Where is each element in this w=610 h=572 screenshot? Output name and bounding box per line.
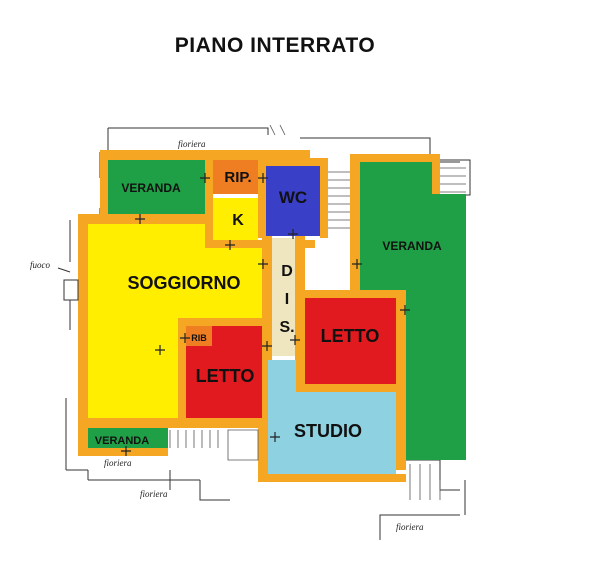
fireplace-icon <box>57 267 79 301</box>
room-labels: VERANDA RIP. WC K VERANDA SOGGIORNO D I … <box>95 169 442 447</box>
rooms <box>88 160 466 474</box>
walls <box>78 150 440 482</box>
note-fioriera-bottom-right: fioriera <box>396 522 424 532</box>
annotations: fioriera fuoco fioriera fioriera fiorier… <box>30 139 424 532</box>
label-soggiorno: SOGGIORNO <box>127 273 240 293</box>
label-letto-left: LETTO <box>196 366 255 386</box>
room-letto-left <box>186 326 262 418</box>
label-veranda-top: VERANDA <box>121 181 181 195</box>
label-rip: RIP. <box>224 169 251 186</box>
label-dis-d: D <box>281 263 293 280</box>
label-k: K <box>232 212 244 229</box>
note-fioriera-mid: fioriera <box>140 489 168 499</box>
label-veranda-bottom: VERANDA <box>95 435 149 447</box>
stairs <box>169 124 466 500</box>
room-disimpegno <box>272 238 295 356</box>
label-dis-i: I <box>285 291 289 308</box>
note-fuoco: fuoco <box>30 260 50 270</box>
room-veranda-bottom <box>88 428 168 448</box>
room-ripostiglio-b <box>186 326 212 346</box>
room-wc <box>266 166 320 236</box>
page-title: PIANO INTERRATO <box>174 34 376 57</box>
label-dis-s: S. <box>279 319 294 336</box>
room-veranda-top <box>108 160 205 214</box>
room-letto-right <box>305 298 396 384</box>
label-letto-right: LETTO <box>321 326 380 346</box>
label-wc: WC <box>279 188 307 207</box>
room-soggiorno <box>88 224 262 350</box>
label-rib: RIB <box>191 333 207 343</box>
room-soggiorno-lower <box>88 350 178 418</box>
label-veranda-right: VERANDA <box>382 239 442 253</box>
room-veranda-right <box>360 162 466 460</box>
room-k <box>213 198 258 240</box>
label-studio: STUDIO <box>294 421 362 441</box>
note-fioriera-bottom-left: fioriera <box>104 458 132 468</box>
door-markers <box>121 173 410 456</box>
room-studio <box>268 360 396 474</box>
note-fioriera-top: fioriera <box>178 139 206 149</box>
room-ripostiglio <box>213 160 258 194</box>
